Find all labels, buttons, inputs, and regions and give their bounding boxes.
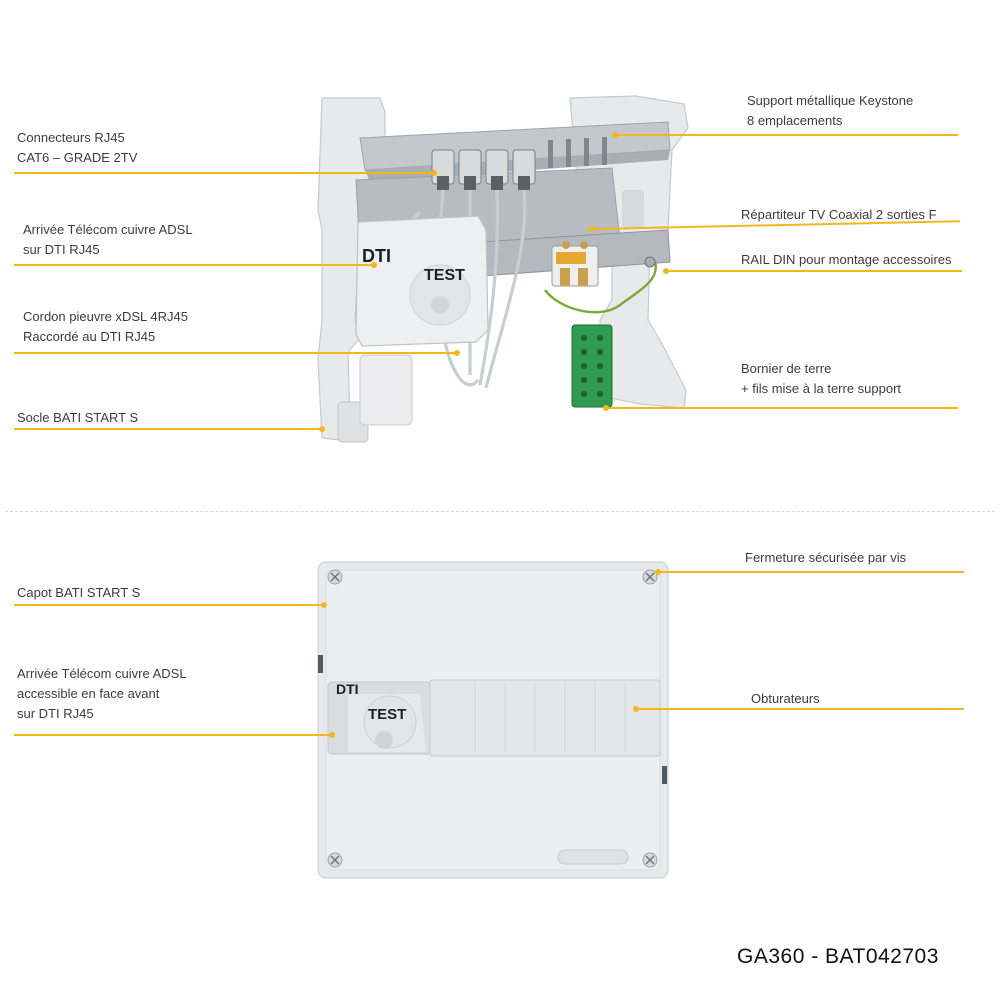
leader-bornier [606,407,958,409]
tv-coaxial-splitter [551,241,599,287]
label-socle: Socle BATI START S [17,408,138,428]
label-line: + fils mise à la terre support [741,381,902,396]
leader-rail [666,270,962,272]
leader-dot-cordon [454,349,460,356]
leader-dot-repartiteur [589,225,595,232]
rail-screw [644,256,656,268]
leader-connecteurs [14,172,434,174]
cover-side-latch-left [318,655,323,673]
label-cordon-pieuvre: Cordon pieuvre xDSL 4RJ45 Raccordé au DT… [23,307,188,347]
label-arrivee-face-avant: Arrivée Télécom cuivre ADSL accessible e… [17,664,187,724]
front-test-marking: TEST [368,706,406,723]
section-divider [5,511,995,512]
label-line: sur DTI RJ45 [17,706,94,721]
label-line: Arrivée Télécom cuivre ADSL [17,666,187,681]
rj45-connectors [431,149,536,190]
leader-dot-bornier [603,404,609,411]
label-line: Cordon pieuvre xDSL 4RJ45 [23,309,188,324]
label-line: 8 emplacements [747,113,843,128]
leader-dot-arrivee-telecom [371,261,377,268]
label-fermeture-vis: Fermeture sécurisée par vis [745,548,906,568]
label-bornier-terre: Bornier de terre + fils mise à la terre … [741,359,901,399]
leader-dot-obturateurs [633,705,639,712]
label-arrivee-telecom: Arrivée Télécom cuivre ADSL sur DTI RJ45 [23,220,193,260]
leader-fermeture [658,571,964,573]
leader-dot-socle [319,425,325,432]
leader-arrivee-telecom [14,264,374,266]
blanking-plates [429,679,661,757]
dti-marking: DTI [362,246,391,266]
label-repartiteur-tv: Répartiteur TV Coaxial 2 sorties F [741,205,937,225]
leader-obturateurs [636,708,964,710]
label-line: Capot BATI START S [17,585,141,600]
label-line: sur DTI RJ45 [23,242,100,257]
leader-arrivee-face [14,734,332,736]
closed-cover-illustration: DTI TEST [317,561,669,879]
leader-dot-connecteurs [431,169,437,176]
leader-socle [14,428,322,430]
label-obturateurs: Obturateurs [751,689,820,709]
earth-wire [544,261,657,314]
cover-side-latch-right [662,766,667,784]
label-line: Raccordé au DTI RJ45 [23,329,156,344]
label-connecteurs-rj45: Connecteurs RJ45 CAT6 – GRADE 2TV [17,128,137,168]
leader-cordon [14,352,457,354]
right-column-slot [622,190,644,228]
product-reference: GA360 - BAT042703 [737,945,939,968]
leader-dot-support [612,131,618,138]
dti-front-window: DTI TEST [327,681,433,755]
label-rail-din: RAIL DIN pour montage accessoires [741,250,952,270]
label-line: Connecteurs RJ45 [17,130,125,145]
cover-grip [557,849,629,865]
label-line: Obturateurs [751,691,820,706]
label-line: Répartiteur TV Coaxial 2 sorties F [741,207,937,222]
leader-support [615,134,958,136]
label-line: accessible en face avant [17,686,160,701]
open-enclosure-illustration: DTI TEST [317,95,689,443]
test-marking: TEST [424,267,465,284]
leader-dot-fermeture [655,568,661,575]
leader-capot [14,604,324,606]
leader-dot-arrivee-face [329,731,335,738]
leader-dot-capot [321,601,327,608]
label-line: Support métallique Keystone [747,93,914,108]
label-line: Bornier de terre [741,361,832,376]
front-dti-marking: DTI [336,681,359,697]
label-line: Socle BATI START S [17,410,139,425]
label-line: Fermeture sécurisée par vis [745,550,907,565]
label-line: RAIL DIN pour montage accessoires [741,252,952,267]
left-column-lower [359,354,413,426]
dti-test-box: DTI TEST [355,215,489,347]
label-support-keystone: Support métallique Keystone 8 emplacemen… [747,91,913,131]
keystone-slots [548,137,607,168]
label-line: CAT6 – GRADE 2TV [17,150,138,165]
cover-screws [327,569,658,868]
leader-dot-rail [663,267,669,274]
label-capot: Capot BATI START S [17,583,140,603]
earth-terminal-block [571,324,613,408]
label-line: Arrivée Télécom cuivre ADSL [23,222,193,237]
